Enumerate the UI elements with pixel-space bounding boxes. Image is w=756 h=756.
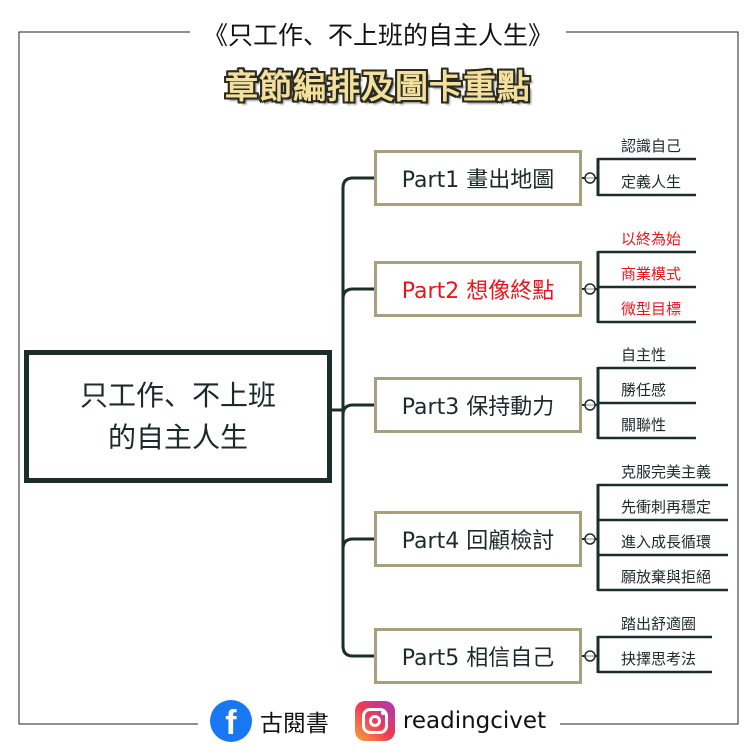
root-line-1: 只工作、不上班	[79, 378, 276, 412]
leaf-item: 以終為始	[621, 230, 682, 248]
part-node-2: Part2 想像終點	[374, 261, 582, 317]
leaf-item: 商業模式	[621, 265, 682, 283]
part-node-1: Part1 畫出地圖	[374, 150, 582, 206]
part-node-5: Part5 相信自己	[374, 628, 582, 684]
leaf-item: 微型目標	[621, 300, 682, 318]
book-title-text: 《只工作、不上班的自主人生》	[194, 21, 561, 50]
page-subtitle: 章節編排及圖卡重點	[225, 67, 531, 106]
leaf-item: 關聯性	[621, 416, 667, 434]
facebook-icon[interactable]: f	[209, 700, 252, 742]
footer: f 古閱書 readingcivet	[0, 700, 756, 742]
leaf-item: 抉擇思考法	[621, 650, 697, 668]
leaf-item: 克服完美主義	[621, 463, 712, 481]
leaf-item: 願放棄與拒絕	[621, 568, 712, 586]
leaf-item: 進入成長循環	[621, 533, 712, 551]
root-node: 只工作、不上班 的自主人生	[24, 350, 332, 483]
branch-line	[341, 403, 374, 416]
part-node-3: Part3 保持動力	[374, 377, 582, 433]
leaf-item: 認識自己	[621, 137, 682, 155]
branch-line	[341, 287, 374, 300]
outer-frame	[18, 31, 739, 725]
part-node-4: Part4 回顧檢討	[374, 511, 582, 567]
instagram-icon[interactable]	[354, 701, 395, 741]
facebook-name[interactable]: 古閱書	[259, 711, 329, 737]
root-line-2: 的自主人生	[107, 420, 248, 454]
leaf-item: 自主性	[621, 346, 667, 364]
book-title: 《只工作、不上班的自主人生》	[0, 16, 756, 52]
leaf-item: 勝任感	[621, 381, 667, 399]
instagram-handle[interactable]: readingcivet	[402, 708, 547, 734]
trunk-line	[341, 176, 374, 658]
leaf-item: 定義人生	[621, 173, 682, 191]
leaf-item: 踏出舒適圈	[621, 615, 697, 633]
leaf-item: 先衝刺再穩定	[621, 498, 712, 516]
branch-line	[341, 537, 374, 550]
